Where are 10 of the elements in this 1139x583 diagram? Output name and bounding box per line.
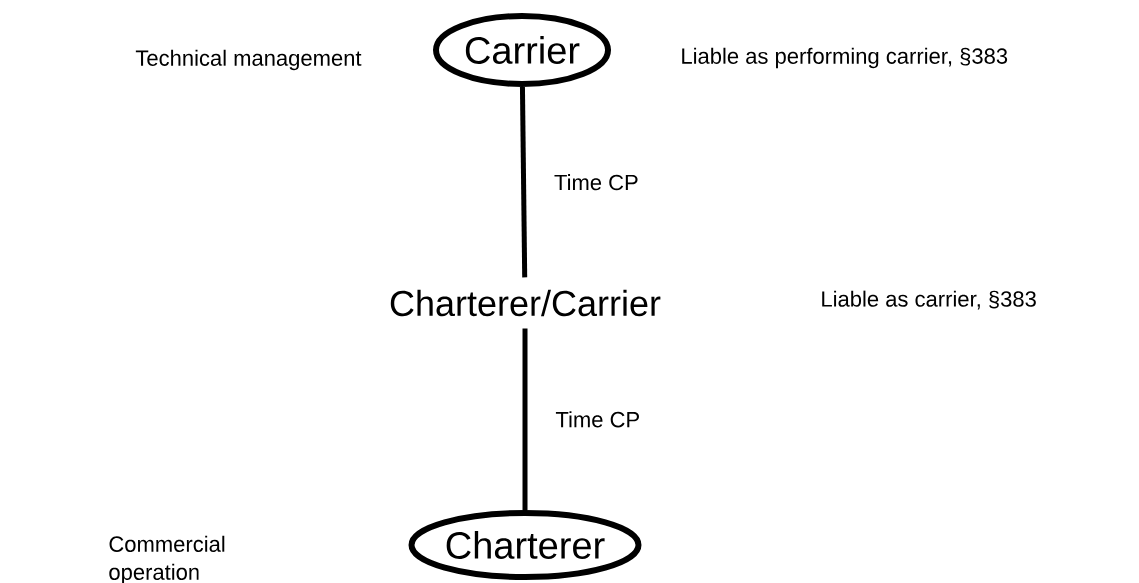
connector-line: [519, 86, 528, 278]
edge-label: Time CP: [553, 409, 643, 430]
ellipse-node: Carrier: [433, 13, 611, 87]
edge-label: Time CP: [552, 172, 641, 193]
side-note: Technical management: [135, 49, 362, 71]
ellipse-node: Charterer: [408, 510, 642, 580]
side-note: Liable as performing carrier, §383: [682, 47, 1008, 69]
connector-line: [522, 328, 528, 510]
node-label: Charterer/Carrier: [390, 289, 661, 317]
note-text: Liable as carrier, §383: [822, 290, 1036, 310]
